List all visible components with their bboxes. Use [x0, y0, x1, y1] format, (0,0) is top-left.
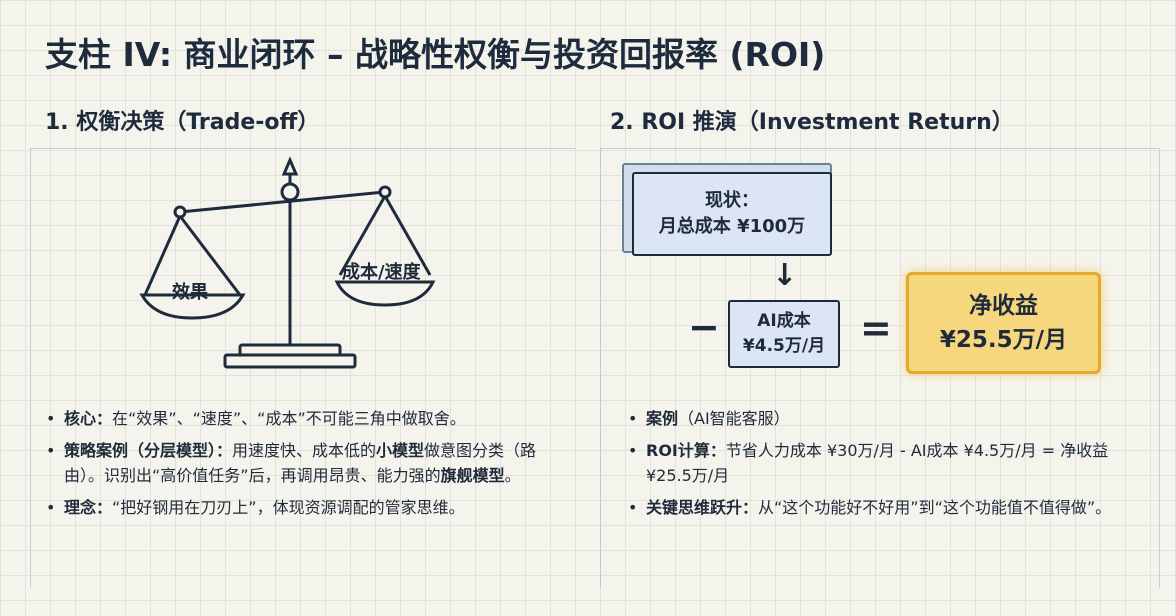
bullet-text: “把好钢用在刀刃上”，体现资源调配的管家思维。 — [112, 498, 465, 517]
bullet-text: 用速度快、成本低的 — [232, 441, 377, 460]
scale-label-cost-speed: 成本/速度 — [342, 262, 421, 283]
bullet-label: 理念： — [64, 498, 113, 517]
bullet-label: 案例 — [646, 409, 679, 428]
bullet-strategy: 策略案例（分层模型）：用速度快、成本低的小模型做意图分类（路由）。识别出“高价值… — [42, 438, 552, 488]
bullet-text: 在“效果”、“速度”、“成本”不可能三角中做取舍。 — [112, 409, 466, 428]
bullet-key-thinking: 关键思维跃升：从“这个功能好不好用”到“这个功能值不值得做”。 — [624, 495, 1124, 520]
bullet-case: 案例（AI智能客服） — [624, 406, 1124, 431]
circuit-frame-right — [600, 148, 1160, 588]
status-box: 现状： 月总成本 ¥100万 — [632, 172, 832, 256]
tradeoff-bullet-list: 核心：在“效果”、“速度”、“成本”不可能三角中做取舍。 策略案例（分层模型）：… — [42, 406, 552, 527]
section-heading-roi: 2. ROI 推演（Investment Return） — [610, 110, 1014, 135]
ai-cost-value: ¥4.5万/月 — [742, 336, 826, 356]
net-profit-box: 净收益 ¥25.5万/月 — [906, 272, 1101, 374]
bullet-label: 策略案例（分层模型）： — [64, 441, 233, 460]
page-title: 支柱 IV: 商业闭环 – 战略性权衡与投资回报率 (ROI) — [45, 35, 826, 74]
net-profit-title: 净收益 — [969, 293, 1038, 319]
status-box-value: 月总成本 ¥100万 — [658, 216, 806, 237]
ai-cost-box: AI成本 ¥4.5万/月 — [728, 300, 840, 368]
bullet-emphasis: 小模型 — [376, 441, 425, 460]
bullet-roi-calc: ROI计算：节省人力成本 ¥30万/月 - AI成本 ¥4.5万/月 = 净收益… — [624, 438, 1124, 488]
bullet-text: 。 — [504, 466, 521, 485]
bullet-label: 关键思维跃升： — [646, 498, 759, 517]
scale-label-effect: 效果 — [172, 282, 208, 303]
arrow-down-icon: ↓ — [772, 258, 798, 293]
bullet-core: 核心：在“效果”、“速度”、“成本”不可能三角中做取舍。 — [42, 406, 552, 431]
minus-sign: − — [688, 305, 720, 349]
bullet-text: 节省人力成本 ¥30万/月 - AI成本 ¥4.5万/月 = 净收益 ¥25.5… — [646, 441, 1109, 485]
bullet-text: （AI智能客服） — [678, 409, 790, 428]
bullet-emphasis: 旗舰模型 — [440, 466, 505, 485]
balance-scale-icon — [139, 156, 436, 369]
bullet-label: ROI计算： — [646, 441, 726, 460]
bullet-text: 做意图分类（路由）。识别出“高价值任务”后，再调用昂贵、能力强的 — [64, 441, 537, 485]
equals-sign: = — [860, 306, 892, 350]
net-profit-value: ¥25.5万/月 — [939, 327, 1068, 353]
ai-cost-title: AI成本 — [757, 311, 811, 331]
bullet-philosophy: 理念：“把好钢用在刀刃上”，体现资源调配的管家思维。 — [42, 495, 552, 520]
bullet-label: 核心： — [64, 409, 113, 428]
bullet-text: 从“这个功能好不好用”到“这个功能值不值得做”。 — [758, 498, 1112, 517]
section-heading-tradeoff: 1. 权衡决策（Trade-off） — [45, 110, 320, 135]
circuit-frame-left — [30, 148, 575, 588]
roi-bullet-list: 案例（AI智能客服） ROI计算：节省人力成本 ¥30万/月 - AI成本 ¥4… — [624, 406, 1124, 527]
status-box-title: 现状： — [705, 190, 759, 211]
